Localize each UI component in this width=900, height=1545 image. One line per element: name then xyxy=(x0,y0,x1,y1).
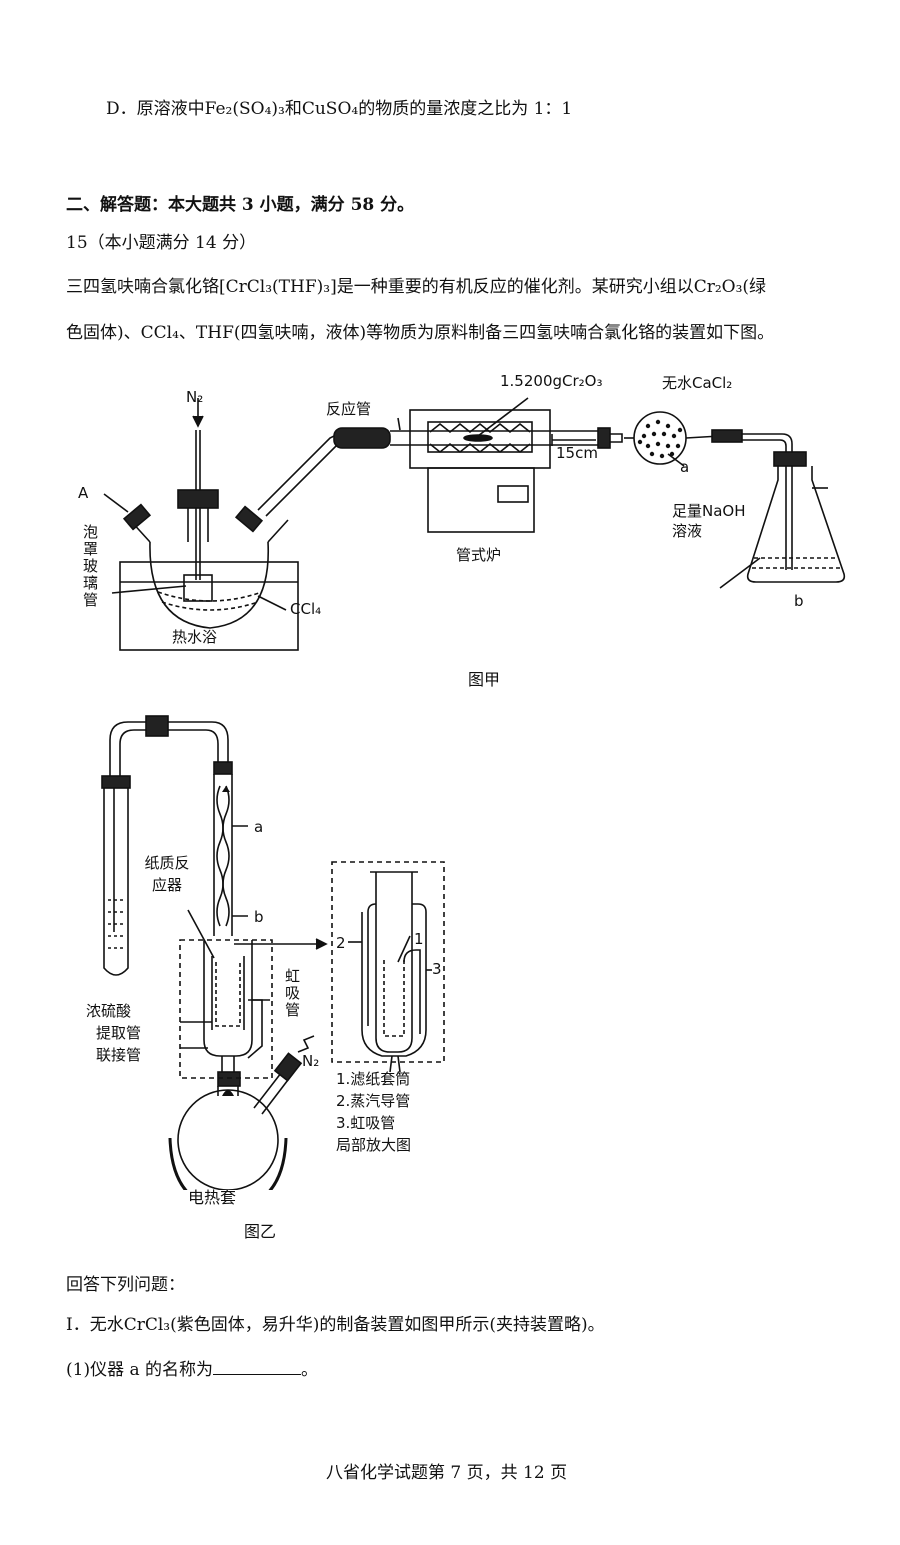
fig-a-reaction-tube-label: 反应管 xyxy=(326,400,372,418)
question-1: (1)仪器 a 的名称为 。 xyxy=(66,1358,318,1381)
fig-a-label-b: b xyxy=(794,592,804,610)
fig-b-n2-label: N₂ xyxy=(302,1052,320,1070)
fig-a-label-A: A xyxy=(78,484,89,502)
water-bath-tank xyxy=(119,561,299,651)
fig-b-legend: 1.滤纸套筒 2.蒸汽导管 3.虹吸管 局部放大图 xyxy=(336,1068,411,1156)
fig-b-legend-item: 局部放大图 xyxy=(336,1136,412,1154)
fig-b-connecting-tube-label: 联接管 xyxy=(96,1046,142,1064)
fig-b-caption: 图乙 xyxy=(244,1222,277,1241)
question-header: 15（本小题满分 14 分） xyxy=(66,233,257,253)
fig-b-legend-item: 3.虹吸管 xyxy=(336,1114,396,1132)
question-1-prefix: (1)仪器 a 的名称为 xyxy=(66,1360,214,1380)
fig-b-label-a: a xyxy=(254,818,264,836)
fig-b-legend-item: 1.滤纸套筒 xyxy=(336,1070,411,1088)
fig-a-tube-furnace-label: 管式炉 xyxy=(456,546,502,564)
fig-b-mark-2: 2 xyxy=(336,934,346,952)
fig-b-siphon-label: 虹吸管 xyxy=(283,968,301,1019)
fig-a-bubble-tube-label: 泡罩玻璃管 xyxy=(81,524,99,609)
fig-b-conc-h2so4-label: 浓硫酸 xyxy=(86,1002,132,1020)
fig-a-label-a: a xyxy=(680,458,690,476)
fig-b-heating-mantle-label: 电热套 xyxy=(188,1188,237,1207)
q14-option-d: D．原溶液中Fe₂(SO₄)₃和CuSO₄的物质的量浓度之比为 1：1 xyxy=(106,99,573,119)
fig-b-legend-item: 2.蒸汽导管 xyxy=(336,1092,411,1110)
fig-a-water-bath-label: 热水浴 xyxy=(172,628,218,646)
fig-a-cacl2-label: 无水CaCl₂ xyxy=(662,374,733,392)
fig-a-length-label: 15cm xyxy=(556,444,598,462)
section-title: 二、解答题：本大题共 3 小题，满分 58 分。 xyxy=(66,195,415,215)
fig-a-naoh-label-2: 溶液 xyxy=(672,522,703,540)
fig-b-extraction-tube-label: 提取管 xyxy=(96,1024,142,1042)
fig-b-mark-1: 1 xyxy=(414,930,424,948)
part-i-text: I．无水CrCl₃(紫色固体，易升华)的制备装置如图甲所示(夹持装置略)。 xyxy=(66,1315,605,1335)
fig-a-caption: 图甲 xyxy=(468,670,501,689)
intro-line-1: 三四氢呋喃合氯化铬[CrCl₃(THF)₃]是一种重要的有机反应的催化剂。某研究… xyxy=(66,277,767,297)
fig-a-naoh-label-1: 足量NaOH xyxy=(672,502,746,520)
answer-prompt: 回答下列问题： xyxy=(66,1275,185,1295)
fig-b-label-b: b xyxy=(254,908,264,926)
intro-line-2: 色固体)、CCl₄、THF(四氢呋喃，液体)等物质为原料制备三四氢呋喃合氯化铬的… xyxy=(66,323,775,343)
question-1-suffix: 。 xyxy=(301,1360,319,1380)
answer-blank[interactable] xyxy=(213,1358,302,1375)
fig-b-paper-reactor-label: 纸质反应器 xyxy=(144,854,190,894)
page-footer: 八省化学试题第 7 页，共 12 页 xyxy=(326,1463,568,1483)
fig-a-n2-label: N₂ xyxy=(186,388,204,406)
figure-a-drawing xyxy=(103,397,846,651)
fig-a-sample-label: 1.5200gCr₂O₃ xyxy=(500,372,603,390)
fig-b-mark-3: 3 xyxy=(432,960,442,978)
fig-a-ccl4-label: CCl₄ xyxy=(290,600,322,618)
figure-b-drawing xyxy=(101,715,445,1190)
